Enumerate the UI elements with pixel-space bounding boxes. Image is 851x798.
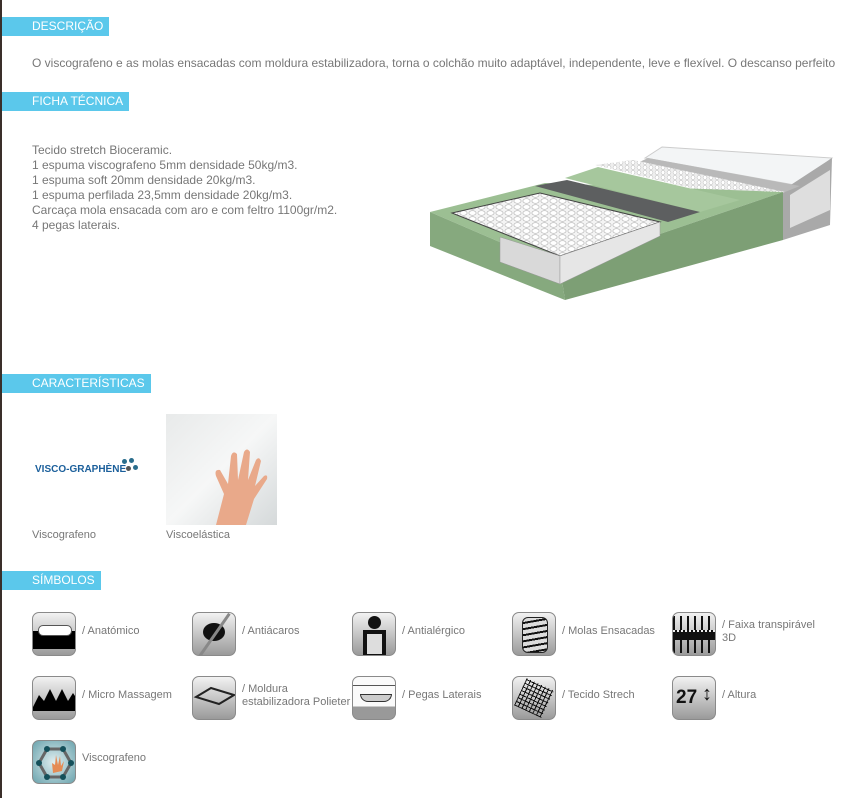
height-icon: 27 ↕ <box>672 676 716 720</box>
spec-item: 1 espuma soft 20mm densidade 20kg/m3. <box>32 173 256 187</box>
stretch-fabric-icon <box>512 676 556 720</box>
anatomic-icon <box>32 612 76 656</box>
spec-list: Tecido stretch Bioceramic. 1 espuma visc… <box>32 143 337 233</box>
symbol-label: / Altura <box>722 689 757 701</box>
symbol-label: / Moldura estabilizadora Polieter <box>242 683 351 708</box>
symbol-label: Viscografeno <box>82 752 147 764</box>
height-icon-number: 27 <box>676 687 698 708</box>
anti-mite-icon <box>192 612 236 656</box>
section-header-descricao: DESCRIÇÃO <box>2 17 110 36</box>
feature-label: Viscografeno <box>32 529 97 541</box>
section-header-simbolos: SÍMBOLOS <box>2 571 101 590</box>
spec-item: Tecido stretch Bioceramic. <box>32 143 173 157</box>
section-header-caracteristicas: CARACTERÍSTICAS <box>2 374 151 393</box>
pocket-springs-icon <box>512 612 556 656</box>
symbol-label: / Faixa transpirável 3D <box>722 619 815 644</box>
symbol-label: / Antialérgico <box>402 625 465 637</box>
spec-item: 1 espuma viscografeno 5mm densidade 50kg… <box>32 158 298 172</box>
page-left-border <box>0 0 2 798</box>
feature-label: Viscoelástica <box>166 529 230 541</box>
symbol-label: / Micro Massagem <box>82 689 172 701</box>
hand-icon <box>215 449 268 525</box>
symbol-label: / Antiácaros <box>242 625 300 637</box>
viscographene-icon <box>32 740 76 784</box>
micro-massage-icon <box>32 676 76 720</box>
spec-item: 1 espuma perfilada 23,5mm densidade 20kg… <box>32 188 293 202</box>
symbol-label: / Molas Ensacadas <box>562 625 655 637</box>
viscoelastic-image <box>166 414 277 525</box>
spec-item: 4 pegas laterais. <box>32 218 121 232</box>
anti-allergic-icon <box>352 612 396 656</box>
symbol-label: / Anatómico <box>82 625 140 637</box>
logo-text: VISCO-GRAPHÈNE <box>35 464 127 475</box>
side-handles-icon <box>352 676 396 720</box>
frame-icon <box>192 676 236 720</box>
description-text: O viscografeno e as molas ensacadas com … <box>32 56 836 70</box>
visco-graphene-logo: VISCO-GRAPHÈNE <box>32 455 144 485</box>
section-header-ficha-tecnica: FICHA TÉCNICA <box>2 92 130 111</box>
breathable-band-icon <box>672 612 716 656</box>
symbol-label: / Tecido Strech <box>562 689 635 701</box>
mattress-layers-image <box>430 146 834 300</box>
spec-item: Carcaça mola ensacada com aro e com felt… <box>32 203 338 217</box>
symbol-label: / Pegas Laterais <box>402 689 482 701</box>
